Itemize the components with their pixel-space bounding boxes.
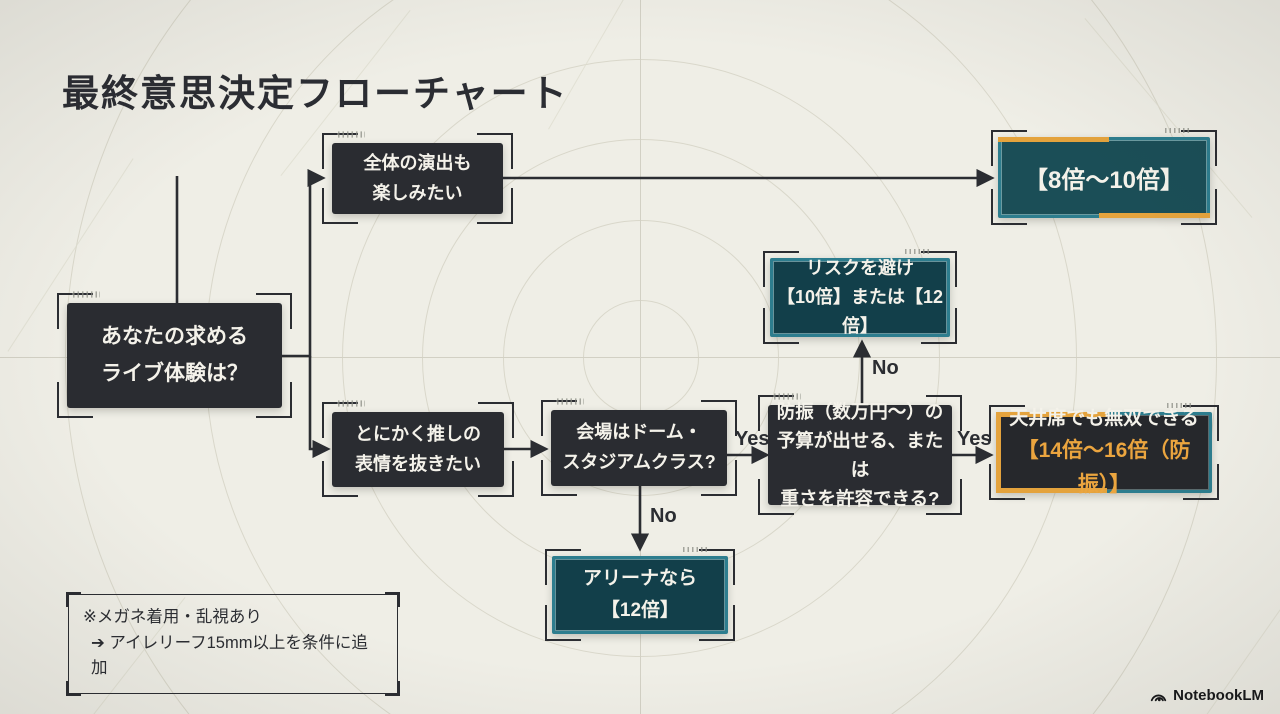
node-text: とにかく推しの 表情を抜きたい <box>355 423 481 474</box>
edge-label-yes: Yes <box>735 428 770 450</box>
node-stabilizer-budget-question: 防振（数万円〜）の 予算が出せる、または 重さを許容できる? <box>758 393 962 515</box>
node-text: 会場はドーム・ スタジアムクラス? <box>562 422 716 472</box>
node-pull-face: とにかく推しの 表情を抜きたい <box>322 400 514 497</box>
accent-strip-orange <box>996 488 1108 493</box>
node-start-question: あなたの求める ライブ体験は？ <box>57 291 292 418</box>
footnote-box: ※メガネ着用・乱視あり ➔ アイレリーフ15mm以上を条件に追加 <box>66 592 400 696</box>
page-title: 最終意思決定フローチャート <box>62 72 569 114</box>
node-venue-dome-question: 会場はドーム・ スタジアムクラス? <box>541 398 737 496</box>
node-text: 【8倍〜10倍】 <box>1023 167 1185 194</box>
accent-strip-orange <box>996 412 1108 417</box>
node-result-8-10x: 【8倍〜10倍】 <box>991 128 1217 225</box>
edge-start-to-overall <box>282 168 326 358</box>
brand-name: NotebookLM <box>1173 687 1264 704</box>
notebooklm-logo-icon <box>1150 694 1167 702</box>
edge-start-to-pullface <box>308 356 331 459</box>
node-text: 全体の演出も 楽しみたい <box>363 152 472 203</box>
edge-label-yes: Yes <box>957 428 992 450</box>
footnote-line: ※メガネ着用・乱視あり <box>83 608 262 626</box>
brand-footer: NotebookLM <box>1149 687 1264 704</box>
accent-strip-orange <box>998 137 1110 142</box>
node-result-14-16x: 天井席でも無双できる 【14倍〜16倍（防振）】 <box>989 403 1219 500</box>
accent-strip-orange <box>1098 213 1210 218</box>
node-overall-show: 全体の演出も 楽しみたい <box>322 131 513 224</box>
crosshair-vertical-line <box>640 0 641 714</box>
node-text: アリーナなら 【12倍】 <box>582 567 697 621</box>
edge-label-no: No <box>650 505 677 527</box>
node-text: あなたの求める ライブ体験は？ <box>101 324 248 385</box>
node-text: 天井席でも無双できる 【14倍〜16倍（防振）】 <box>1009 407 1199 496</box>
node-text: リスクを避け 【10倍】または【12倍】 <box>776 258 944 336</box>
node-text: 防振（数万円〜）の 予算が出せる、または 重さを許容できる? <box>776 400 944 510</box>
accent-strip-orange <box>996 412 1001 493</box>
edge-label-no: No <box>872 357 899 379</box>
footnote-line: ➔ アイレリーフ15mm以上を条件に追加 <box>91 633 368 678</box>
node-avoid-risk-result: リスクを避け 【10倍】または【12倍】 <box>763 249 957 344</box>
node-arena-result: アリーナなら 【12倍】 <box>545 547 735 641</box>
